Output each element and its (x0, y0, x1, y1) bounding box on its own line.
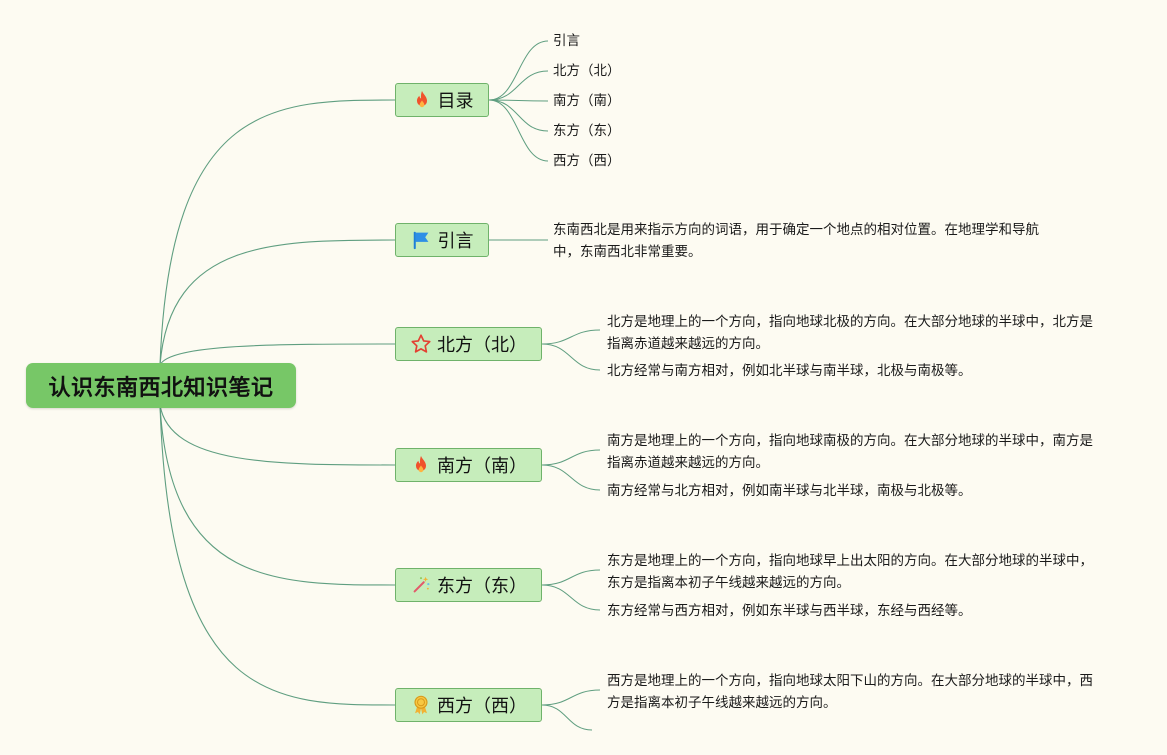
flag-icon (411, 229, 433, 251)
toc-connector (488, 70, 549, 101)
south-text-1[interactable]: 南方是地理上的一个方向，指向地球南极的方向。在大部分地球的半球中，南方是指离赤道… (607, 433, 1093, 471)
south-connector (541, 464, 601, 491)
east-text-2[interactable]: 东方经常与西方相对，例如东半球与西半球，东经与西经等。 (607, 603, 972, 619)
root-branch-connector (159, 404, 396, 466)
branch-label: 北方（北） (437, 335, 527, 356)
branch-label: 引言 (437, 231, 474, 252)
branch-label: 西方（西） (437, 696, 527, 717)
root-branch-connector (159, 343, 396, 366)
toc-item[interactable]: 西方（西） (553, 153, 621, 169)
east-text-1[interactable]: 东方是地理上的一个方向，指向地球早上出太阳的方向。在大部分地球的半球中，东方是指… (607, 553, 1093, 591)
north-connector (541, 329, 601, 345)
root-topic[interactable]: 认识东南西北知识笔记 (26, 363, 296, 408)
south-connector (541, 449, 601, 466)
toc-item[interactable]: 东方（东） (553, 123, 621, 139)
north-connector (541, 343, 601, 371)
toc-connector (488, 99, 549, 162)
branch-toc[interactable]: 目录 (395, 83, 489, 117)
toc-connector (488, 40, 549, 101)
north-text-1[interactable]: 北方是地理上的一个方向，指向地球北极的方向。在大部分地球的半球中，北方是指离赤道… (607, 314, 1093, 352)
branch-west[interactable]: 西方（西） (395, 688, 542, 722)
root-branch-connector (159, 404, 396, 706)
toc-item[interactable]: 北方（北） (553, 63, 621, 79)
toc-connector (488, 99, 549, 102)
west-connector (541, 704, 593, 731)
fire-icon (411, 89, 433, 111)
north-text-2[interactable]: 北方经常与南方相对，例如北半球与南半球，北极与南极等。 (607, 363, 972, 379)
branch-east[interactable]: 东方（东） (395, 568, 542, 602)
branch-intro[interactable]: 引言 (395, 223, 489, 257)
east-connector (541, 569, 601, 586)
branch-label: 东方（东） (437, 576, 527, 597)
branch-north[interactable]: 北方（北） (395, 327, 542, 361)
toc-item[interactable]: 南方（南） (553, 93, 621, 109)
fire-icon (410, 454, 432, 476)
root-branch-connector (159, 99, 396, 366)
branch-south[interactable]: 南方（南） (395, 448, 542, 482)
toc-item[interactable]: 引言 (553, 33, 580, 49)
root-branch-connector (159, 404, 396, 586)
south-text-2[interactable]: 南方经常与北方相对，例如南半球与北半球，南极与北极等。 (607, 483, 972, 499)
branch-label: 目录 (437, 91, 474, 112)
star-outline-icon (410, 333, 432, 355)
intro-text[interactable]: 东南西北是用来指示方向的词语，用于确定一个地点的相对位置。在地理学和导航中，东南… (553, 222, 1039, 260)
east-connector (541, 584, 601, 611)
west-text-1[interactable]: 西方是地理上的一个方向，指向地球太阳下山的方向。在大部分地球的半球中，西方是指离… (607, 673, 1093, 711)
root-branch-connector (159, 239, 396, 366)
magic-wand-icon (410, 574, 432, 596)
medal-icon (410, 694, 432, 716)
branch-label: 南方（南） (437, 456, 527, 477)
west-connector (541, 689, 601, 706)
toc-connector (488, 99, 549, 132)
